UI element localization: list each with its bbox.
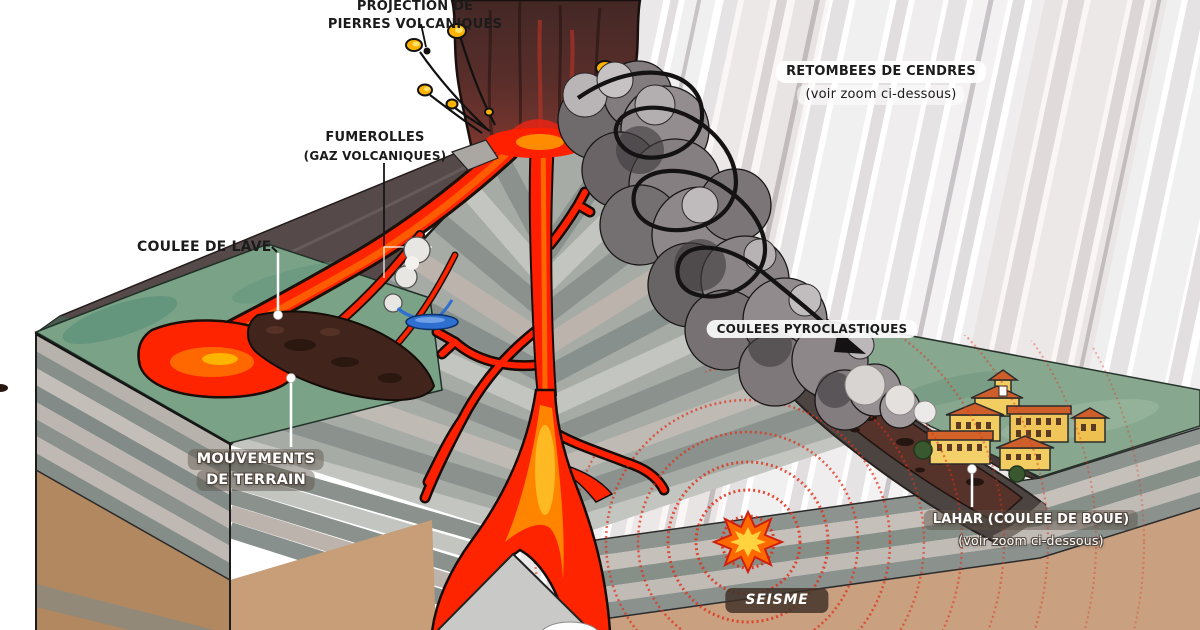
leader-lines — [271, 23, 977, 507]
landslide-debris — [0, 310, 436, 401]
fumaroles — [383, 236, 459, 331]
mouvements-line2: DE TERRAIN — [197, 470, 315, 491]
deep-earth-left — [35, 332, 436, 630]
label-mouvements-terrain: MOUVEMENTS DE TERRAIN — [187, 449, 325, 491]
label-fumerolles: FUMEROLLES (GAZ VOLCANIQUES) — [304, 129, 447, 166]
seisme-title: SEISME — [725, 588, 829, 613]
retombees-title: RETOMBEES DE CENDRES — [776, 61, 986, 83]
fumerolles-line1: FUMEROLLES — [325, 130, 425, 145]
magma-chamber — [431, 388, 614, 630]
lahar-subtitle: (voir zoom ci-dessous) — [958, 533, 1104, 548]
label-retombees-cendres: RETOMBEES DE CENDRES (voir zoom ci-desso… — [776, 60, 986, 105]
lahar-title: LAHAR (COULEE DE BOUE) — [923, 510, 1139, 530]
pyroclastiques-title: COULEES PYROCLASTIQUES — [706, 320, 918, 338]
label-lahar: LAHAR (COULEE DE BOUE) (voir zoom ci-des… — [923, 508, 1139, 549]
seismic-rings — [522, 330, 1145, 630]
bedrock-wedge — [436, 552, 598, 630]
label-coulees-pyroclastiques: COULEES PYROCLASTIQUES — [706, 318, 918, 338]
mouvements-line1: MOUVEMENTS — [187, 449, 325, 470]
retombees-subtitle: (voir zoom ci-dessous) — [797, 85, 965, 105]
magma-conduit — [419, 117, 670, 504]
label-seisme: SEISME — [725, 588, 829, 613]
earthquake-starburst — [711, 509, 785, 575]
projection-line2: PIERRES VOLCANIQUES — [327, 17, 503, 32]
left-face-strata — [35, 333, 231, 580]
village — [913, 369, 1111, 483]
projection-line1: PROJECTION DE — [356, 0, 474, 14]
coulee-title: COULEE DE LAVE — [137, 239, 272, 255]
fumerolles-line2: (GAZ VOLCANIQUES) — [303, 149, 447, 163]
label-coulee-de-lave: COULEE DE LAVE — [137, 238, 272, 257]
label-projection-pierres: PROJECTION DE PIERRES VOLCANIQUES — [328, 0, 502, 34]
